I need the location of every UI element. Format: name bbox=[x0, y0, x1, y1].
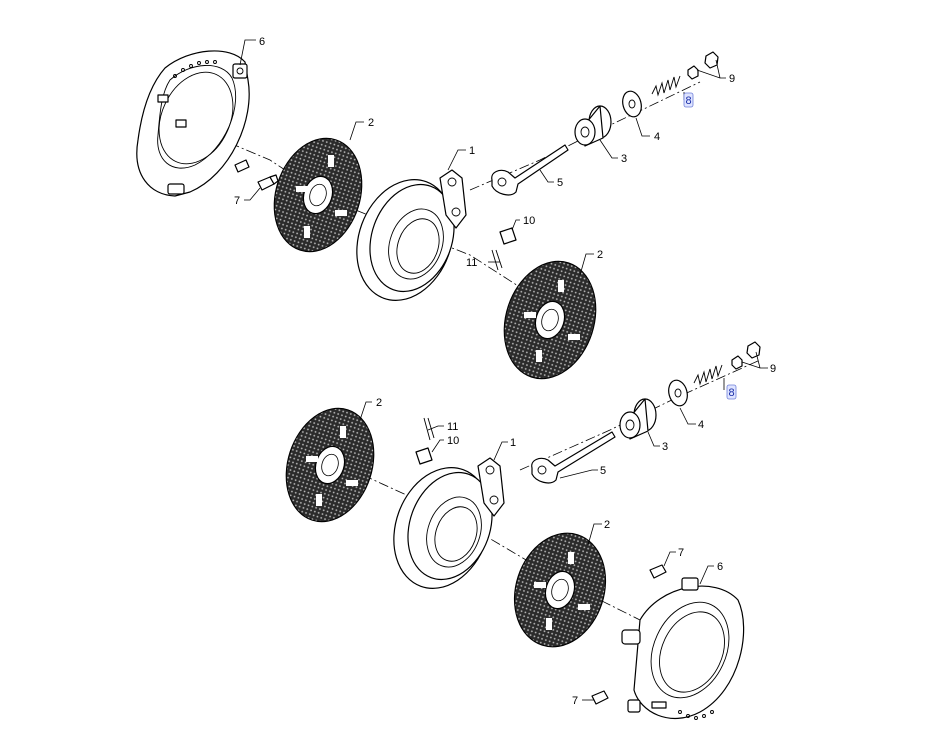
label-5-bottom: 5 bbox=[600, 465, 606, 477]
label-8-bottom: 8 bbox=[729, 387, 735, 399]
label-8-top: 8 bbox=[686, 95, 692, 107]
pin-top bbox=[234, 159, 279, 191]
label-9-bottom: 9 bbox=[770, 363, 776, 375]
label-4-bottom: 4 bbox=[698, 419, 704, 431]
pin-and-clip-bottom bbox=[415, 417, 435, 465]
bushing-bottom bbox=[619, 398, 657, 440]
bushing-top bbox=[574, 105, 612, 147]
nuts-top bbox=[687, 51, 719, 80]
spring-bottom bbox=[693, 364, 723, 386]
label-11-bottom: 11 bbox=[447, 421, 458, 433]
label-2-top-left: 2 bbox=[368, 117, 374, 129]
friction-disc-bottom-right bbox=[513, 532, 607, 648]
nuts-bottom bbox=[731, 341, 761, 370]
brake-actuator-top bbox=[356, 169, 467, 301]
label-7-top: 7 bbox=[234, 195, 240, 207]
pin-bottom bbox=[591, 564, 667, 705]
washer-bottom bbox=[668, 379, 688, 407]
label-3-top: 3 bbox=[621, 153, 627, 165]
label-7-bottom-right: 7 bbox=[678, 547, 684, 559]
label-1-top: 1 bbox=[469, 145, 475, 157]
friction-disc-bottom-left bbox=[285, 407, 375, 523]
brake-actuator-bottom bbox=[393, 457, 505, 589]
label-4-top: 4 bbox=[654, 131, 660, 143]
highlight-8-bottom bbox=[726, 384, 737, 400]
label-10-bottom: 10 bbox=[447, 435, 459, 447]
label-10-top: 10 bbox=[523, 215, 535, 227]
pin-and-clip-top bbox=[491, 227, 517, 271]
adjuster-rod-bottom bbox=[531, 431, 616, 484]
spring-top bbox=[651, 75, 681, 97]
label-5-top: 5 bbox=[557, 177, 563, 189]
washer-top bbox=[622, 90, 642, 118]
friction-disc-top-left bbox=[273, 137, 363, 253]
housing-top bbox=[136, 50, 250, 197]
housing-bottom bbox=[621, 577, 745, 720]
label-9-top: 9 bbox=[729, 73, 735, 85]
friction-disc-top-right bbox=[503, 260, 597, 380]
highlight-8-top bbox=[683, 92, 694, 108]
label-7-bottom-left: 7 bbox=[572, 695, 578, 707]
label-6-bottom: 6 bbox=[717, 561, 723, 573]
adjuster-rod-top bbox=[491, 144, 569, 196]
label-2-top-right: 2 bbox=[597, 249, 603, 261]
part-labels: 6 2 1 3 4 5 8 9 7 10 11 2 2 11 10 1 5 3 … bbox=[234, 36, 776, 707]
label-11-top: 11 bbox=[466, 257, 477, 269]
label-6-top: 6 bbox=[259, 36, 265, 48]
label-3-bottom: 3 bbox=[662, 441, 668, 453]
label-1-bottom: 1 bbox=[510, 437, 516, 449]
label-2-bottom-left: 2 bbox=[376, 397, 382, 409]
leader-lines bbox=[239, 39, 768, 701]
label-2-bottom-right: 2 bbox=[604, 519, 610, 531]
